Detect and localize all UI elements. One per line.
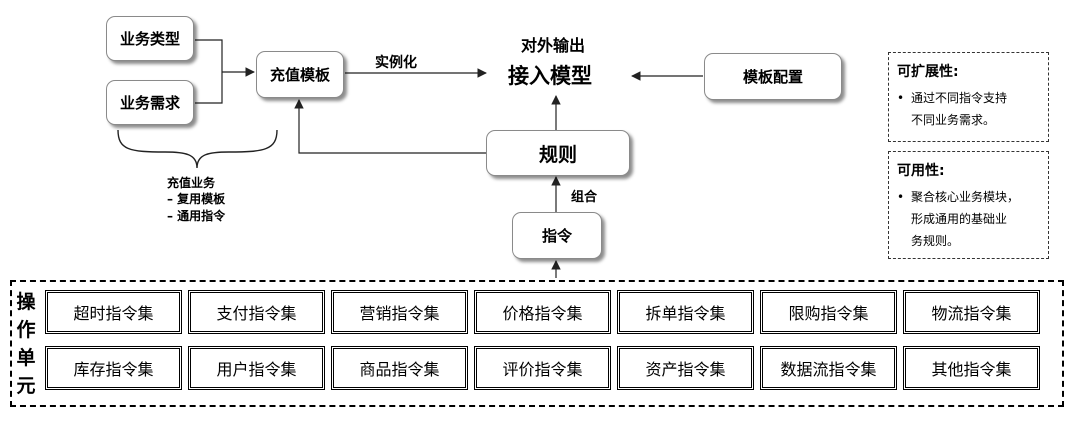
- charge-business-item: – 复用模板: [167, 192, 226, 206]
- instruction-set-cell: 资产指令集: [617, 346, 754, 390]
- operation-unit-panel: 操 作 单 元 超时指令集 支付指令集 营销指令集 价格指令集 拆单指令集 限购…: [10, 280, 1064, 407]
- instruction-set-label: 限购指令集: [788, 304, 869, 323]
- bullet-icon: •: [897, 190, 905, 204]
- edge-type-to-template: [195, 39, 223, 72]
- availability-title: 可用性:: [897, 163, 945, 179]
- scalability-note: 可扩展性: • 通过不同指令支持 不同业务需求。: [888, 52, 1049, 142]
- instantiate-label: 实例化: [375, 55, 417, 71]
- instruction-set-label: 其他指令集: [931, 360, 1012, 379]
- external-output-label: 对外输出: [521, 36, 586, 55]
- instruction-set-cell: 限购指令集: [760, 290, 897, 334]
- combine-label: 组合: [571, 190, 598, 205]
- operation-unit-title: 操 作 单 元: [16, 288, 36, 400]
- instruction-set-cell: 超时指令集: [45, 290, 182, 334]
- rule-label: 规则: [538, 143, 577, 166]
- instruction-set-label: 资产指令集: [645, 360, 726, 379]
- instruction-set-cell: 拆单指令集: [617, 290, 754, 334]
- operation-unit-char: 作: [16, 319, 36, 341]
- instruction-set-cell: 商品指令集: [331, 346, 468, 390]
- instruction-set-label: 拆单指令集: [645, 304, 726, 323]
- template-config-box: 模板配置: [704, 53, 842, 100]
- charge-business-item: – 通用指令: [167, 209, 226, 223]
- note-line: 务规则。: [911, 234, 960, 248]
- instruction-box: 指令: [512, 212, 602, 259]
- instruction-set-label: 评价指令集: [502, 360, 583, 379]
- brace: [117, 129, 278, 169]
- operation-unit-char: 单: [16, 347, 36, 369]
- edge-need-to-template: [195, 72, 223, 104]
- instruction-set-label: 商品指令集: [359, 360, 440, 379]
- instruction-set-cell: 价格指令集: [474, 290, 611, 334]
- template-config-label: 模板配置: [742, 68, 803, 86]
- rule-box: 规则: [486, 130, 630, 176]
- instruction-set-cell: 营销指令集: [331, 290, 468, 334]
- note-line: 不同业务需求。: [911, 113, 996, 127]
- instruction-set-cell: 数据流指令集: [760, 346, 897, 390]
- edge-rule-to-template: [294, 99, 486, 154]
- instruction-set-label: 超时指令集: [73, 304, 154, 323]
- note-line: 形成通用的基础业: [911, 212, 1008, 226]
- business-need-label: 业务需求: [119, 94, 180, 112]
- scalability-title: 可扩展性:: [897, 64, 959, 80]
- instruction-set-cell: 物流指令集: [903, 290, 1040, 334]
- charge-business-title: 充值业务: [167, 176, 216, 190]
- instruction-set-label: 营销指令集: [359, 304, 440, 323]
- instruction-set-label: 数据流指令集: [780, 360, 877, 379]
- instruction-set-label: 支付指令集: [216, 304, 297, 323]
- instruction-set-cell: 评价指令集: [474, 346, 611, 390]
- business-type-label: 业务类型: [119, 30, 180, 48]
- instruction-set-cell: 其他指令集: [903, 346, 1040, 390]
- instruction-set-label: 物流指令集: [931, 304, 1012, 323]
- availability-note: 可用性: • 聚合核心业务模块， 形成通用的基础业 务规则。: [888, 151, 1049, 259]
- operation-unit-char: 元: [16, 375, 36, 397]
- instruction-label: 指令: [541, 227, 572, 245]
- instruction-set-cell: 用户指令集: [188, 346, 325, 390]
- charge-template-box: 充值模板: [256, 51, 344, 98]
- instruction-set-cell: 库存指令集: [45, 346, 182, 390]
- instruction-set-label: 价格指令集: [502, 304, 583, 323]
- bullet-icon: •: [897, 91, 905, 105]
- instruction-set-cell: 支付指令集: [188, 290, 325, 334]
- business-type-box: 业务类型: [106, 16, 194, 61]
- access-model-label: 接入模型: [508, 64, 592, 88]
- business-need-box: 业务需求: [106, 80, 194, 125]
- charge-template-label: 充值模板: [269, 66, 330, 84]
- instruction-set-label: 用户指令集: [216, 360, 297, 379]
- note-line: 通过不同指令支持: [911, 91, 1008, 105]
- instruction-set-label: 库存指令集: [73, 360, 154, 379]
- note-line: 聚合核心业务模块，: [911, 190, 1020, 204]
- operation-unit-char: 操: [16, 291, 36, 313]
